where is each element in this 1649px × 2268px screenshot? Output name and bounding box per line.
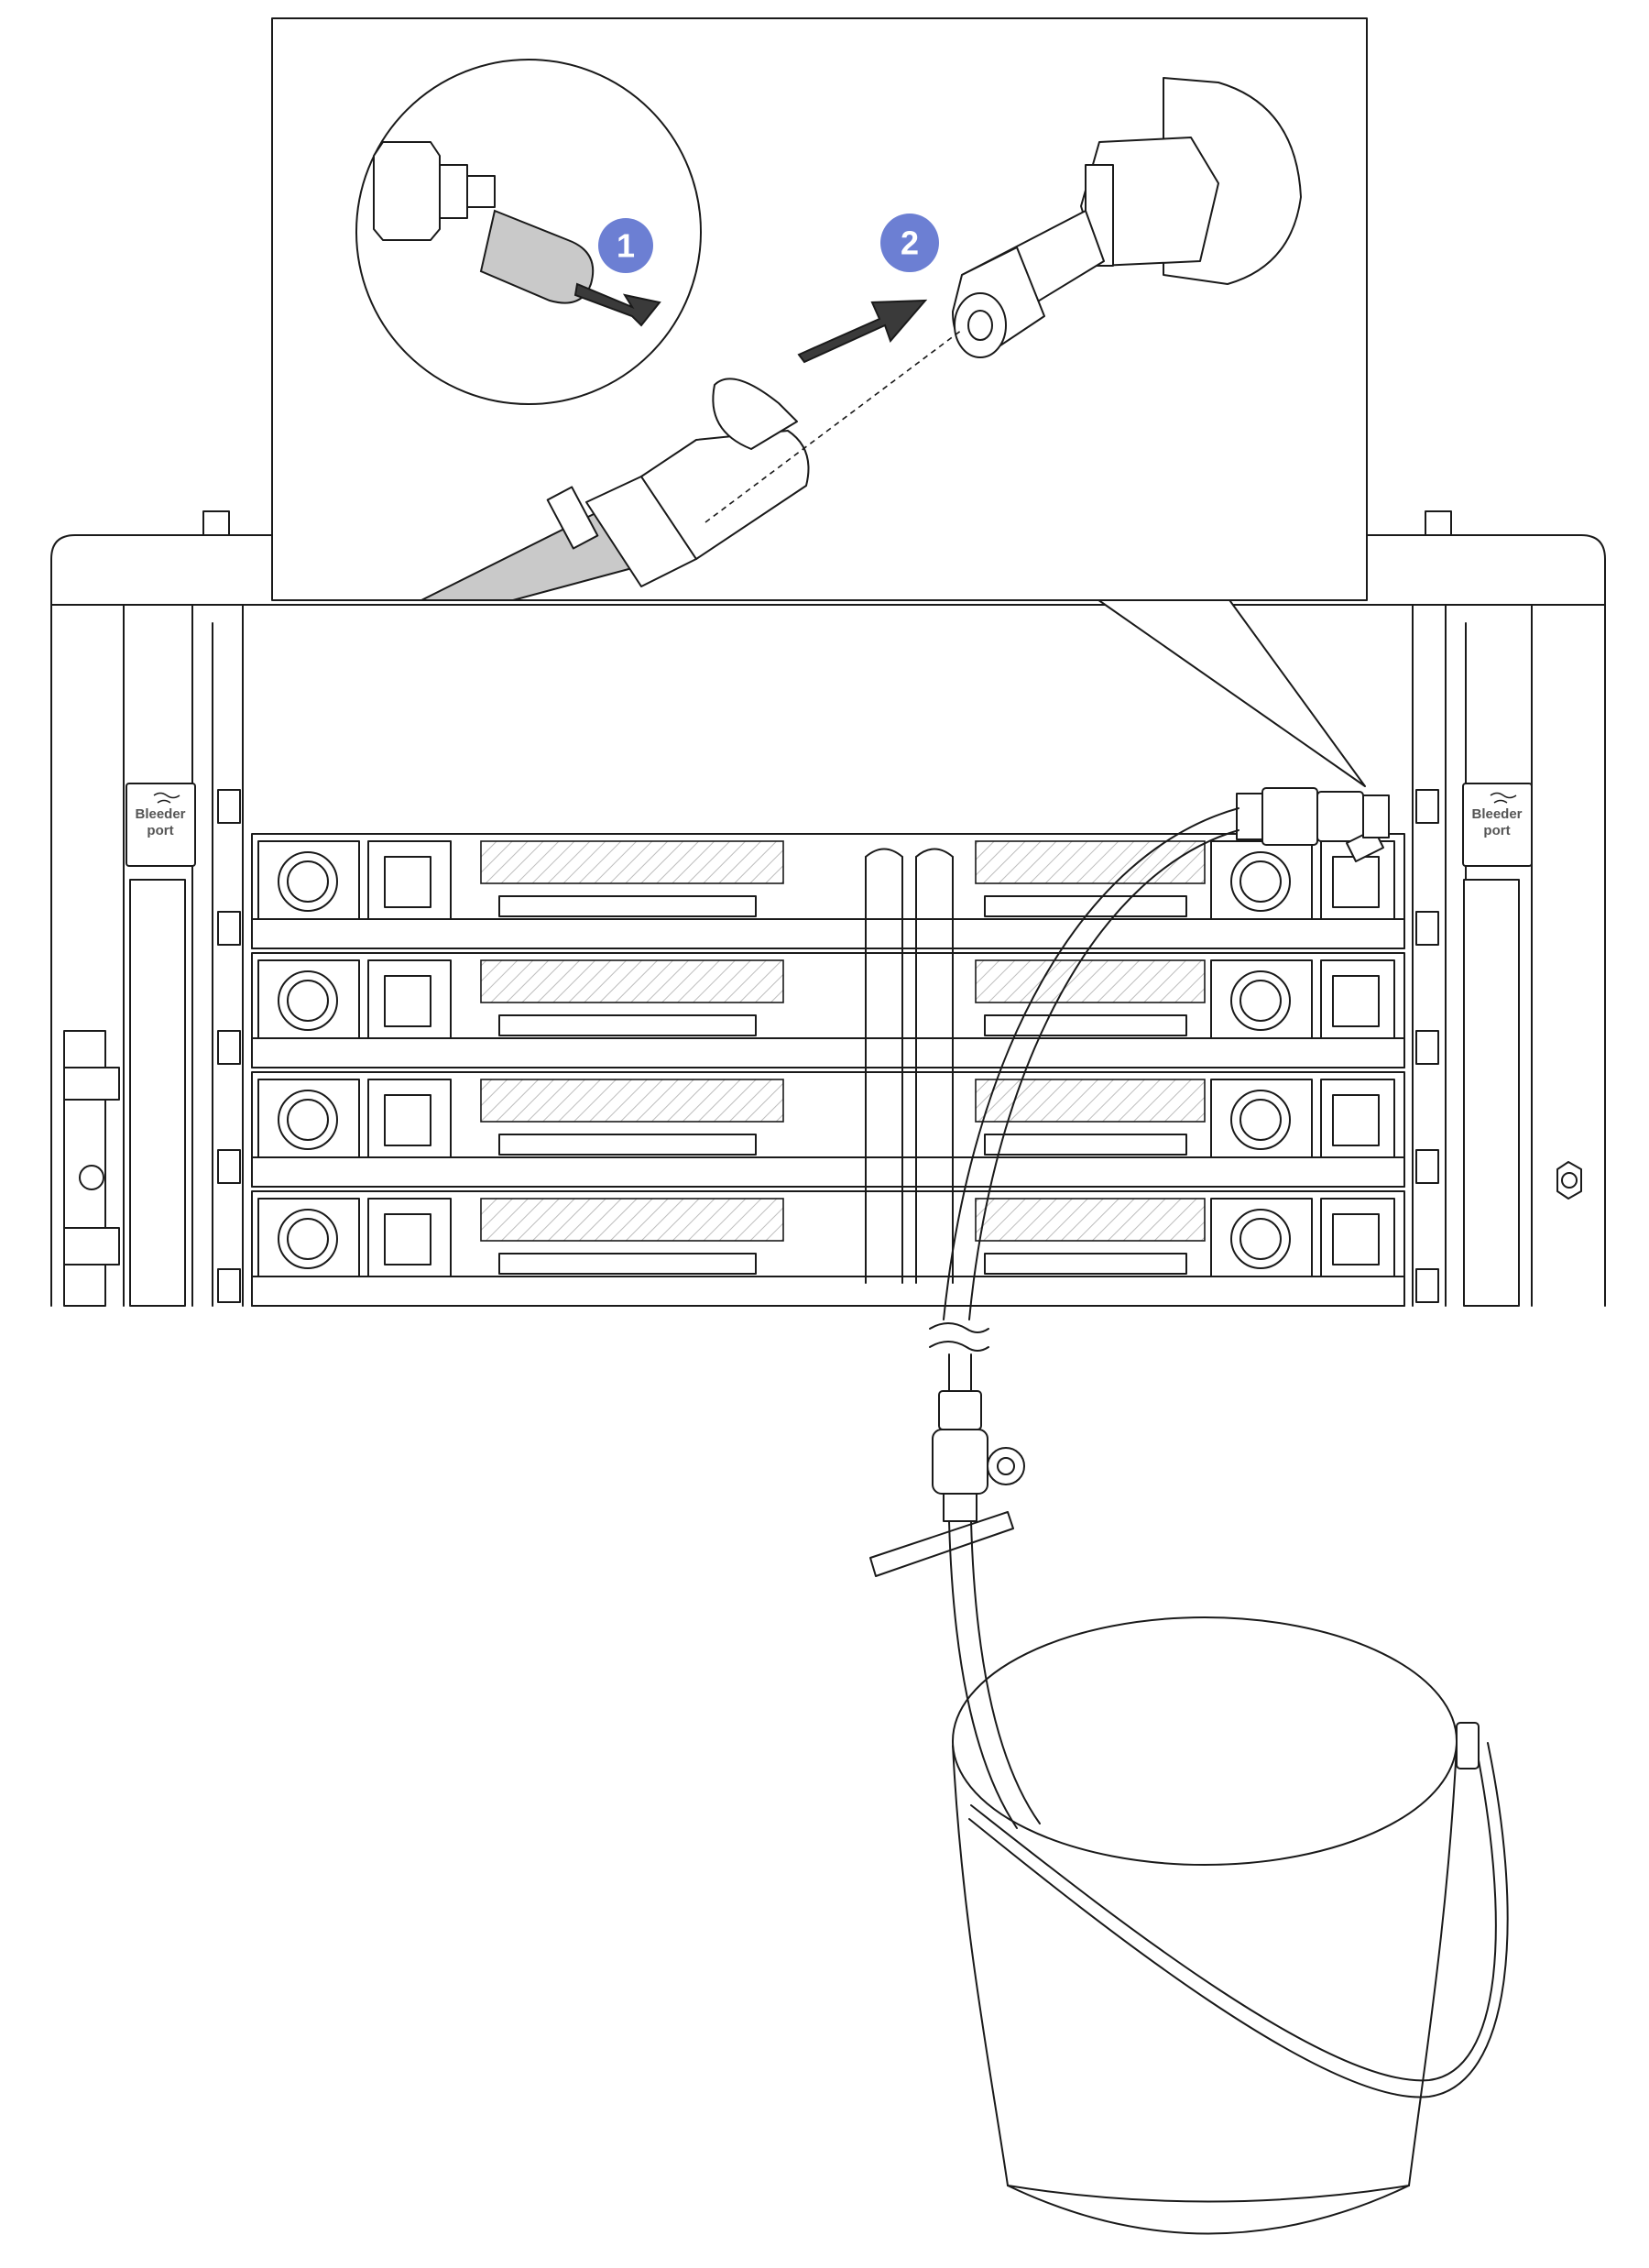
server-rows [217, 789, 1439, 1307]
bucket [952, 1616, 1509, 2235]
step-2-number: 2 [901, 225, 919, 262]
server-row-1 [251, 833, 1405, 949]
callout-pointer [1094, 597, 1366, 787]
bleeder-port-right-line2: port [1483, 823, 1510, 838]
bleeder-hose [869, 787, 1390, 1829]
bleeder-port-left: Bleeder port [126, 783, 196, 867]
manifold-fittings-left [217, 789, 241, 1303]
server-row-2 [251, 952, 1405, 1068]
step-1-number: 1 [617, 227, 635, 265]
inset-circle [355, 59, 702, 405]
step-2-arrow [797, 299, 928, 364]
bleeder-port-right: Bleeder port [1462, 783, 1533, 867]
hose-coupler [420, 378, 810, 601]
manifold-fittings-right [1415, 789, 1439, 1303]
rack-frame [50, 510, 1606, 1307]
server-row-3 [251, 1071, 1405, 1188]
step-2-badge: 2 [880, 214, 939, 272]
bleeder-port-left-line1: Bleeder [135, 806, 185, 822]
server-row-4 [251, 1190, 1405, 1307]
bleeder-port-left-line2: port [147, 823, 173, 838]
bleeder-port-right-line1: Bleeder [1471, 806, 1522, 822]
quick-connect-fitting [952, 77, 1302, 358]
step-1-badge: 1 [598, 218, 653, 273]
alignment-line [704, 329, 963, 523]
